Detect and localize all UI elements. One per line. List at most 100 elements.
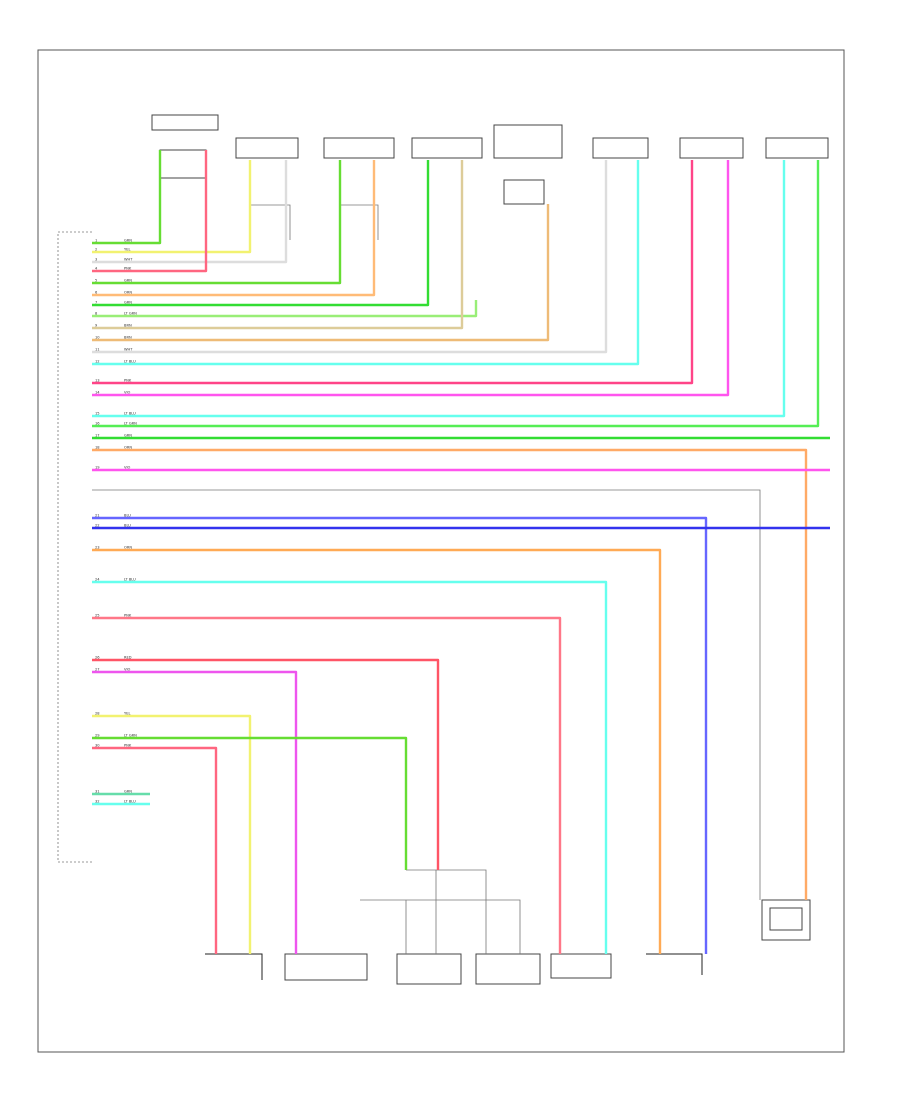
wire-w14 — [92, 160, 730, 397]
pin-number-label: 29 — [95, 734, 100, 738]
wire-w15 — [92, 160, 786, 418]
wire-w10 — [92, 204, 550, 342]
pin-number-label: 27 — [95, 668, 100, 672]
component-bottom-5 — [550, 953, 612, 979]
component-top-3 — [323, 137, 395, 159]
wire-code-label: VIO — [124, 391, 131, 395]
wire-code-label: ORN — [124, 446, 132, 450]
wire-code-label: VIO — [124, 466, 131, 470]
component-top-1 — [151, 114, 219, 131]
wire-code-label: YEL — [124, 248, 130, 252]
pin-number-label: 3 — [95, 258, 97, 262]
component-bottom-4 — [475, 953, 541, 985]
wire-w2 — [92, 160, 252, 254]
wire-w21 — [92, 516, 708, 954]
component-bottom-2 — [284, 953, 368, 981]
wire-code-label: YEL — [124, 712, 130, 716]
wire-w3 — [92, 160, 288, 264]
wire-w28 — [92, 714, 252, 954]
pin-number-label: 21 — [95, 514, 100, 518]
pin-number-label: 5 — [95, 279, 97, 283]
pin-number-label: 11 — [95, 348, 100, 352]
wire-w13 — [92, 160, 694, 385]
pin-number-label: 25 — [95, 614, 100, 618]
top-components — [151, 114, 829, 205]
wire-w5 — [92, 160, 342, 285]
wire-code-label: BRN — [124, 336, 132, 340]
component-top-5 — [493, 124, 563, 159]
pin-number-label: 19 — [95, 466, 100, 470]
wire-w6 — [92, 160, 376, 297]
wire-code-label: LT GRN — [124, 312, 137, 316]
wire-code-label: LT BLU — [124, 412, 136, 416]
wire-w23 — [92, 548, 662, 954]
wire-w1 — [92, 150, 162, 245]
pin-number-label: 32 — [95, 800, 100, 804]
wire-w11 — [92, 160, 608, 354]
wire-w27 — [92, 670, 298, 954]
pin-number-label: 16 — [95, 422, 100, 426]
wire-w16 — [92, 160, 820, 428]
wire-w18 — [92, 448, 808, 900]
wire-code-label: GRN — [124, 790, 132, 794]
pin-number-label: 17 — [95, 434, 100, 438]
pin-number-label: 9 — [95, 324, 98, 328]
wire-code-label: LT BLU — [124, 578, 136, 582]
component-bottom-6 — [646, 953, 703, 975]
wire-code-label: LT BLU — [124, 800, 136, 804]
wire-w8 — [92, 300, 478, 318]
wire-w26 — [92, 658, 440, 870]
wire-w24 — [92, 580, 608, 954]
component-top-6 — [592, 137, 649, 159]
wire-code-label: PNK — [124, 267, 132, 271]
wire-code-label: PNK — [124, 379, 132, 383]
pin-number-label: 15 — [95, 412, 100, 416]
component-bottom-7-sub — [769, 907, 803, 931]
wire-code-label: VIO — [124, 668, 131, 672]
pin-number-label: 23 — [95, 546, 100, 550]
wire-code-label: GRN — [124, 434, 132, 438]
wire-code-label: LT GRN — [124, 422, 137, 426]
wire-w25 — [92, 616, 562, 954]
wire-code-label: PNK — [124, 744, 132, 748]
component-top-1-sub — [159, 149, 207, 179]
component-bottom-3 — [396, 953, 462, 985]
component-bottom-1 — [205, 953, 263, 980]
component-top-5-sub — [503, 179, 545, 205]
component-top-8 — [765, 137, 829, 159]
wire-w4 — [92, 150, 208, 273]
wire-w29 — [92, 736, 408, 870]
wire-code-label: WHT — [124, 258, 133, 262]
wire-code-label: PNK — [124, 614, 132, 618]
component-top-4 — [411, 137, 483, 159]
wire-w7 — [92, 160, 430, 307]
pin-number-label: 4 — [95, 267, 98, 271]
pin-number-label: 1 — [95, 239, 97, 243]
wire-code-label: BLU — [124, 514, 131, 518]
wire-w9 — [92, 160, 464, 330]
aux-wire-1 — [92, 489, 761, 900]
aux-wire-3 — [406, 869, 487, 954]
control-module-outline — [57, 231, 92, 863]
aux-wire-2 — [360, 899, 521, 954]
wire-code-label: ORN — [124, 291, 132, 295]
aux-wire-6 — [250, 204, 291, 240]
wire-code-label: ORN — [124, 546, 132, 550]
wires-layer — [92, 150, 830, 954]
wire-code-label: BLU — [124, 524, 131, 528]
pin-number-label: 31 — [95, 790, 100, 794]
pin-number-label: 13 — [95, 379, 100, 383]
wire-code-label: GRN — [124, 239, 132, 243]
pin-number-label: 7 — [95, 301, 97, 305]
wire-code-label: LT GRN — [124, 734, 137, 738]
wire-code-label: WHT — [124, 348, 133, 352]
wire-code-label: RED — [124, 656, 132, 660]
wire-code-label: LT BLU — [124, 360, 136, 364]
wire-code-label: BRN — [124, 324, 132, 328]
wire-w12 — [92, 160, 640, 366]
pin-number-label: 10 — [95, 336, 100, 340]
pin-number-label: 22 — [95, 524, 100, 528]
pin-number-label: 6 — [95, 291, 98, 295]
